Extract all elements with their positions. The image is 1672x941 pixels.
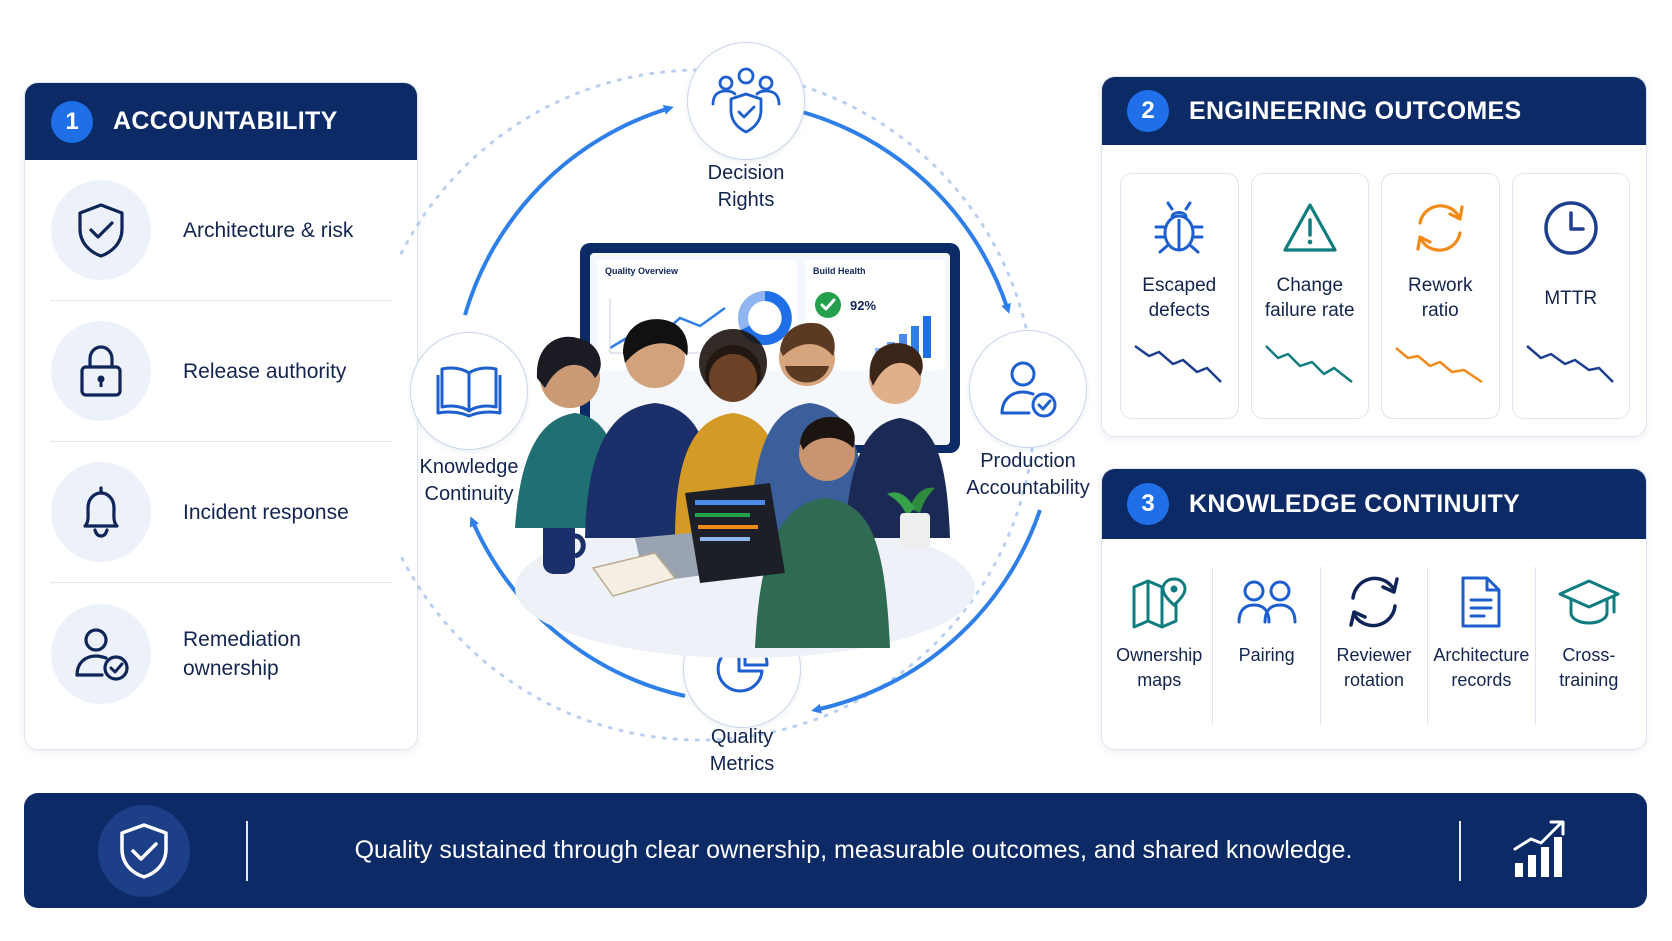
two-people-icon bbox=[1236, 567, 1298, 637]
metric-label: Rework ratio bbox=[1408, 275, 1473, 321]
kc-item-reviewer-rotation: Reviewer rotation bbox=[1321, 567, 1429, 725]
accountability-item-label: Remediation ownership bbox=[183, 627, 301, 680]
section-number-badge: 2 bbox=[1127, 90, 1169, 132]
engineering-outcomes-title: ENGINEERING OUTCOMES bbox=[1189, 96, 1522, 125]
trend-down-sparkline bbox=[1264, 345, 1353, 383]
open-book-icon bbox=[436, 366, 502, 418]
accountability-item-label: Release authority bbox=[183, 359, 347, 383]
engineering-outcomes-panel: 2 ENGINEERING OUTCOMES Escaped defects C… bbox=[1101, 76, 1647, 437]
section-number-badge: 3 bbox=[1127, 483, 1169, 525]
engineering-outcomes-header: 2 ENGINEERING OUTCOMES bbox=[1102, 77, 1646, 145]
shield-check-icon bbox=[51, 180, 151, 280]
kc-item-architecture-records: Architecture records bbox=[1428, 567, 1536, 725]
banner-divider bbox=[1459, 820, 1461, 881]
accountability-item-remediation: Remediation ownership bbox=[51, 583, 391, 724]
graduation-cap-icon bbox=[1556, 567, 1622, 637]
trend-down-sparkline bbox=[1134, 344, 1223, 383]
metric-card-escaped-defects: Escaped defects bbox=[1120, 173, 1239, 419]
metric-card-rework-ratio: Rework ratio bbox=[1381, 173, 1500, 419]
bell-icon bbox=[51, 462, 151, 562]
knowledge-continuity-header: 3 KNOWLEDGE CONTINUITY bbox=[1102, 469, 1646, 539]
metric-label: Change failure rate bbox=[1264, 275, 1355, 321]
knowledge-continuity-label: Knowledge Continuity bbox=[419, 456, 519, 505]
document-icon bbox=[1458, 567, 1504, 637]
metric-label: MTTR bbox=[1544, 287, 1598, 309]
section-number-badge: 1 bbox=[51, 100, 93, 143]
accountability-header: 1 ACCOUNTABILITY bbox=[25, 83, 417, 160]
accountability-title: ACCOUNTABILITY bbox=[113, 107, 338, 135]
quality-metrics-label: Quality Metrics bbox=[709, 726, 775, 775]
metric-card-mttr: MTTR bbox=[1511, 173, 1630, 419]
accountability-item-label: Architecture & risk bbox=[183, 218, 354, 242]
metric-card-change-failure-rate: Change failure rate bbox=[1250, 173, 1369, 419]
accountability-item-incident: Incident response bbox=[51, 442, 391, 583]
accountability-panel: 1 ACCOUNTABILITY Architecture & risk Rel… bbox=[24, 82, 418, 750]
map-pin-icon bbox=[1130, 567, 1188, 637]
growth-chart-icon bbox=[1511, 817, 1569, 884]
kc-item-label: Architecture records bbox=[1433, 645, 1530, 690]
kc-item-cross-training: Cross- training bbox=[1536, 567, 1642, 725]
production-accountability-label: Production Accountability bbox=[966, 450, 1090, 499]
build-health-tile bbox=[805, 260, 945, 370]
bug-icon bbox=[1150, 196, 1208, 260]
padlock-icon bbox=[51, 321, 151, 421]
user-check-icon bbox=[1000, 361, 1057, 418]
rotation-arrows-icon bbox=[1343, 567, 1405, 637]
team-members bbox=[515, 319, 950, 648]
shield-check-icon bbox=[98, 804, 190, 897]
team-shield-icon bbox=[711, 67, 781, 134]
team-illustration: Quality Overview Build Health 92% bbox=[515, 243, 975, 658]
build-health-title: Build Health bbox=[813, 266, 866, 276]
summary-banner: Quality sustained through clear ownershi… bbox=[24, 793, 1647, 908]
knowledge-continuity-panel: 3 KNOWLEDGE CONTINUITY Ownership maps Pa… bbox=[1101, 468, 1647, 750]
kc-item-label: Ownership maps bbox=[1116, 645, 1203, 690]
quality-overview-title: Quality Overview bbox=[605, 266, 679, 276]
kc-item-ownership-maps: Ownership maps bbox=[1106, 567, 1214, 725]
user-check-icon bbox=[51, 603, 151, 704]
trend-down-sparkline bbox=[1525, 345, 1614, 383]
production-accountability-node bbox=[969, 330, 1087, 448]
refresh-arrows-icon bbox=[1410, 196, 1470, 260]
kc-item-label: Pairing bbox=[1238, 645, 1295, 665]
banner-divider bbox=[246, 820, 248, 881]
knowledge-continuity-title: KNOWLEDGE CONTINUITY bbox=[1189, 489, 1520, 518]
accountability-item-architecture: Architecture & risk bbox=[51, 160, 391, 301]
build-health-value: 92% bbox=[850, 298, 876, 313]
knowledge-continuity-node bbox=[410, 332, 528, 450]
decision-rights-node bbox=[687, 42, 805, 160]
clock-icon bbox=[1541, 196, 1601, 260]
metric-label: Escaped defects bbox=[1142, 275, 1217, 321]
kc-item-label: Cross- training bbox=[1559, 645, 1619, 690]
accountability-item-label: Incident response bbox=[183, 500, 349, 524]
warning-triangle-icon bbox=[1281, 196, 1339, 260]
banner-text: Quality sustained through clear ownershi… bbox=[354, 836, 1353, 864]
decision-rights-label: Decision Rights bbox=[707, 162, 785, 211]
trend-down-sparkline bbox=[1395, 347, 1483, 384]
kc-item-label: Reviewer rotation bbox=[1336, 645, 1412, 690]
kc-item-pairing: Pairing bbox=[1213, 567, 1321, 725]
accountability-item-release: Release authority bbox=[51, 301, 391, 442]
